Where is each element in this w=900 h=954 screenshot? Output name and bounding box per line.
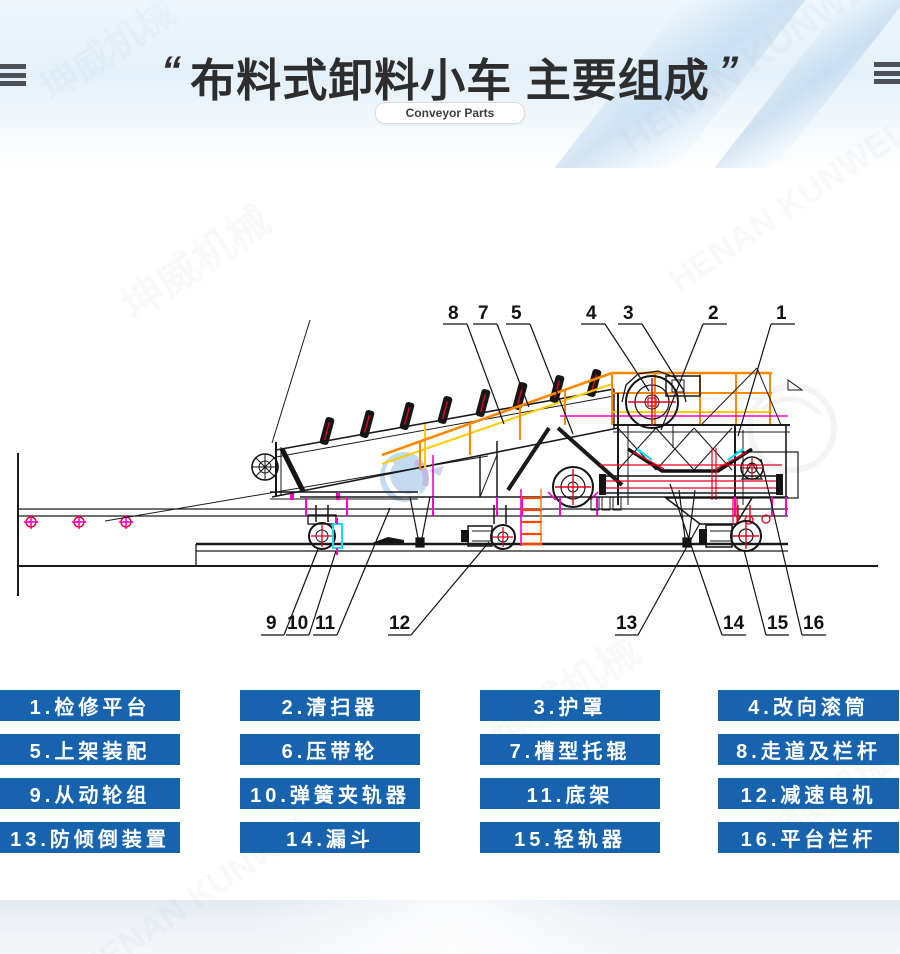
page-title-row: “布料式卸料小车 主要组成” [0, 44, 900, 109]
callout-number-5: 5 [511, 303, 522, 324]
right-deco-bars-icon [874, 62, 900, 84]
part-chip-13: 13.防倾倒装置 [0, 822, 180, 853]
callout-number-4: 4 [586, 303, 597, 324]
anti-tip-device [409, 489, 696, 548]
gear-motor-wheel [461, 505, 516, 550]
drum-guard-cover [621, 370, 687, 403]
part-label: 7.槽型托辊 [509, 741, 631, 763]
part-label: 2.清扫器 [281, 697, 379, 719]
page-title: 布料式卸料小车 主要组成 [190, 55, 710, 106]
part-chip-16: 16.平台栏杆 [718, 822, 899, 853]
drive-wheel-right [699, 505, 771, 552]
tripper-frame [300, 367, 804, 505]
ladder [520, 489, 542, 546]
part-label: 14.漏斗 [286, 829, 374, 851]
callout-number-7: 7 [478, 303, 489, 324]
ground-rails [17, 453, 878, 596]
trough-belt-section [599, 447, 783, 500]
subtitle-badge: Conveyor Parts [375, 102, 525, 124]
part-chip-3: 3.护罩 [480, 690, 660, 721]
callout-number-16: 16 [803, 613, 825, 634]
part-chip-2: 2.清扫器 [240, 690, 420, 721]
part-label: 1.检修平台 [29, 697, 151, 719]
spring-rail-clamp [332, 518, 343, 555]
part-chip-9: 9.从动轮组 [0, 778, 180, 809]
callout-number-3: 3 [623, 303, 634, 324]
callout-number-14: 14 [723, 613, 745, 634]
part-label: 9.从动轮组 [29, 785, 151, 807]
part-label: 15.轻轨器 [514, 829, 626, 851]
callout-number-1: 1 [776, 303, 787, 324]
part-label: 11.底架 [526, 785, 614, 807]
driven-wheel [307, 505, 337, 550]
part-label: 12.减速电机 [740, 785, 877, 807]
footer-background [0, 900, 900, 954]
part-label: 10.弹簧夹轨器 [250, 785, 410, 807]
callout-number-2: 2 [708, 303, 719, 324]
callout-number-9: 9 [266, 613, 277, 634]
part-label: 6.压带轮 [281, 741, 379, 763]
cables [104, 319, 489, 522]
callout-number-15: 15 [767, 613, 789, 634]
callout-leaders [261, 323, 826, 636]
subtitle-badge-label: Conveyor Parts [405, 106, 495, 120]
part-chip-7: 7.槽型托辊 [480, 734, 660, 765]
incline-frame [271, 388, 624, 498]
callout-number-8: 8 [448, 303, 459, 324]
bend-pulley [547, 466, 599, 508]
part-chip-1: 1.检修平台 [0, 690, 180, 721]
part-label: 8.走道及栏杆 [736, 741, 881, 763]
left-deco-bars-icon [0, 64, 26, 86]
part-label: 13.防倾倒装置 [10, 829, 170, 851]
tail-takeup [251, 442, 418, 500]
part-chip-15: 15.轻轨器 [480, 822, 660, 853]
logo-watermark [380, 452, 444, 502]
part-chip-4: 4.改向滚筒 [718, 690, 899, 721]
chassis-ticks [305, 497, 787, 516]
part-chip-10: 10.弹簧夹轨器 [240, 778, 420, 809]
bolt-boxes [590, 496, 622, 511]
callout-number-10: 10 [287, 613, 309, 634]
part-label: 16.平台栏杆 [740, 829, 877, 851]
callout-number-12: 12 [389, 613, 411, 634]
part-chip-14: 14.漏斗 [240, 822, 420, 853]
trough-idlers [319, 368, 602, 446]
logo-watermark-faint [747, 383, 837, 473]
part-label: 3.护罩 [533, 697, 607, 719]
callout-number-13: 13 [616, 613, 638, 634]
part-chip-11: 11.底架 [480, 778, 660, 809]
callout-number-11: 11 [315, 613, 336, 634]
rail-anchor-markers [24, 515, 133, 529]
part-label: 4.改向滚筒 [748, 697, 869, 719]
rail-stop [372, 537, 404, 543]
part-chip-5: 5.上架装配 [0, 734, 180, 765]
part-chip-8: 8.走道及栏杆 [718, 734, 899, 765]
part-label: 5.上架装配 [29, 741, 151, 763]
part-chip-6: 6.压带轮 [240, 734, 420, 765]
head-drum [621, 370, 687, 429]
part-chip-12: 12.减速电机 [718, 778, 899, 809]
